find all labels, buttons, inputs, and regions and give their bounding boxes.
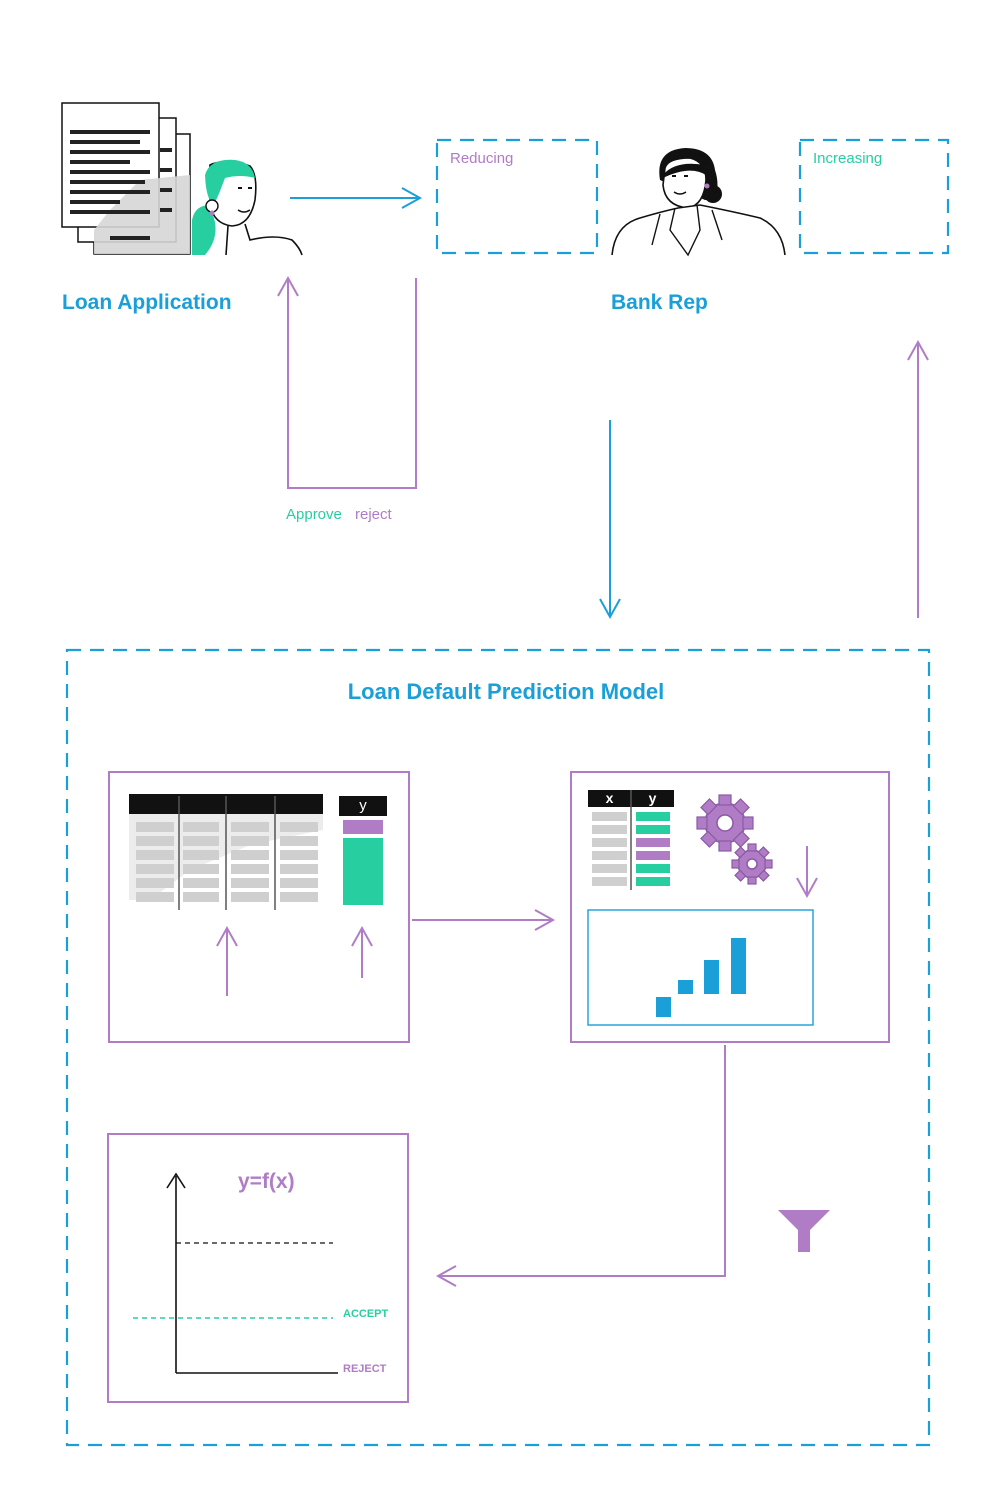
gears-icon <box>696 794 773 885</box>
document-stack-icon <box>61 102 191 255</box>
y-column-green-cell <box>343 838 383 905</box>
y-column-header <box>339 796 387 816</box>
accept-label: ACCEPT <box>343 1308 389 1320</box>
increasing-box <box>798 138 950 255</box>
prediction-panel <box>107 1133 409 1403</box>
bank-rep-person-icon <box>611 148 786 257</box>
arrow-training-to-prediction <box>435 1045 726 1287</box>
x-column-label: x <box>605 790 614 806</box>
performance-box <box>587 909 814 1026</box>
reject-axis-label: REJECT <box>343 1363 387 1375</box>
reducing-box <box>435 138 599 255</box>
y-column-header-label: y <box>359 797 367 814</box>
funnel-icon <box>778 1210 830 1252</box>
reject-label: reject <box>355 506 392 523</box>
formula-label: y=f(x) <box>238 1170 295 1193</box>
reducing-label: Reducing <box>450 150 514 167</box>
applicant-person-icon <box>192 159 303 256</box>
table-cells <box>136 822 318 902</box>
bar-chart-icon <box>656 938 746 1017</box>
model-title: Loan Default Prediction Model <box>347 679 665 704</box>
bank-rep-label: Bank Rep <box>611 291 708 314</box>
y-column-purple-cell <box>343 820 383 834</box>
model-outer-box <box>65 648 931 1447</box>
loan-application-label: Loan Application <box>62 291 232 314</box>
training-panel <box>570 771 890 1043</box>
increasing-label: Increasing <box>813 150 883 167</box>
data-table-panel <box>108 771 410 1043</box>
approve-label: Approve <box>286 506 342 523</box>
approve-reject-loop-arrow <box>277 275 417 489</box>
y-column-label: y <box>648 790 657 806</box>
